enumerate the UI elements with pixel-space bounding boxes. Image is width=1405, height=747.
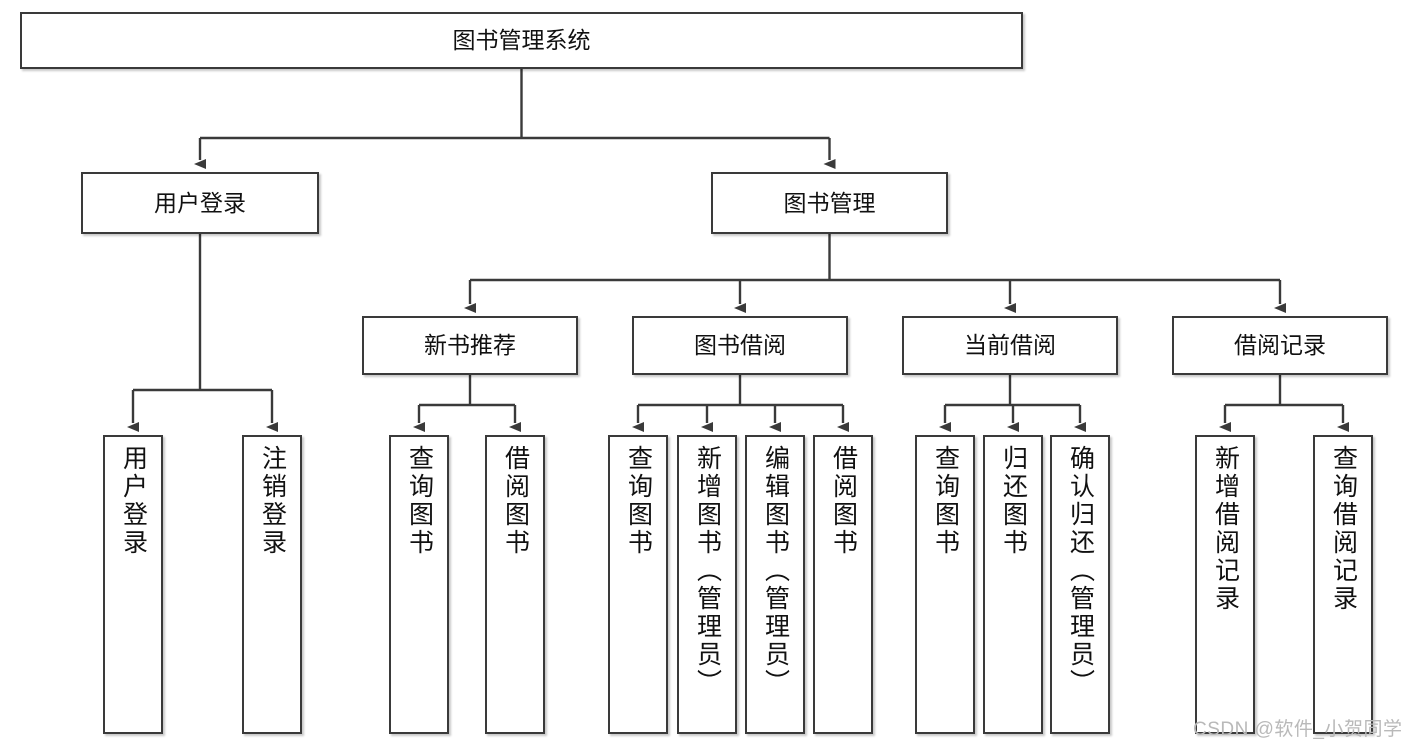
node-label: 图书借阅: [694, 332, 786, 359]
node-leaf-borrow-book-rec[interactable]: 借阅图书: [485, 435, 545, 734]
node-leaf-confirm-return[interactable]: 确认归还（管理员）: [1050, 435, 1110, 734]
node-book-borrow[interactable]: 图书借阅: [632, 316, 848, 375]
node-leaf-user-login[interactable]: 用户登录: [103, 435, 163, 734]
node-root[interactable]: 图书管理系统: [20, 12, 1023, 69]
node-label: 用户登录: [154, 189, 246, 216]
node-label: 确认归还（管理员）: [1066, 445, 1095, 697]
node-label: 图书管理系统: [452, 27, 591, 54]
node-label: 查询借阅记录: [1329, 445, 1358, 613]
node-leaf-query-book-borrow[interactable]: 查询图书: [608, 435, 668, 734]
node-label: 新书推荐: [424, 332, 516, 359]
node-label: 图书管理: [783, 189, 876, 216]
node-leaf-query-book-rec[interactable]: 查询图书: [389, 435, 449, 734]
node-label: 新增借阅记录: [1211, 445, 1240, 613]
node-label: 查询图书: [931, 445, 960, 557]
node-leaf-return-book[interactable]: 归还图书: [983, 435, 1043, 734]
node-label: 查询图书: [405, 445, 434, 557]
node-label: 借阅记录: [1234, 332, 1326, 359]
node-borrow-record[interactable]: 借阅记录: [1172, 316, 1388, 375]
node-label: 用户登录: [119, 445, 148, 557]
node-user-login[interactable]: 用户登录: [81, 172, 319, 234]
node-label: 查询图书: [624, 445, 653, 557]
node-label: 归还图书: [999, 445, 1028, 557]
node-leaf-query-record[interactable]: 查询借阅记录: [1313, 435, 1373, 734]
node-leaf-add-record[interactable]: 新增借阅记录: [1195, 435, 1255, 734]
node-label: 当前借阅: [964, 332, 1056, 359]
node-label: 新增图书（管理员）: [693, 445, 722, 697]
node-leaf-edit-book[interactable]: 编辑图书（管理员）: [745, 435, 805, 734]
node-label: 注销登录: [258, 445, 287, 557]
node-new-book-rec[interactable]: 新书推荐: [362, 316, 578, 375]
node-label: 编辑图书（管理员）: [761, 445, 790, 697]
node-leaf-add-book[interactable]: 新增图书（管理员）: [677, 435, 737, 734]
node-book-manage[interactable]: 图书管理: [711, 172, 948, 234]
node-label: 借阅图书: [501, 445, 530, 557]
node-leaf-query-book-cur[interactable]: 查询图书: [915, 435, 975, 734]
node-leaf-logout[interactable]: 注销登录: [242, 435, 302, 734]
node-leaf-borrow-book[interactable]: 借阅图书: [813, 435, 873, 734]
node-label: 借阅图书: [829, 445, 858, 557]
node-current-borrow[interactable]: 当前借阅: [902, 316, 1118, 375]
